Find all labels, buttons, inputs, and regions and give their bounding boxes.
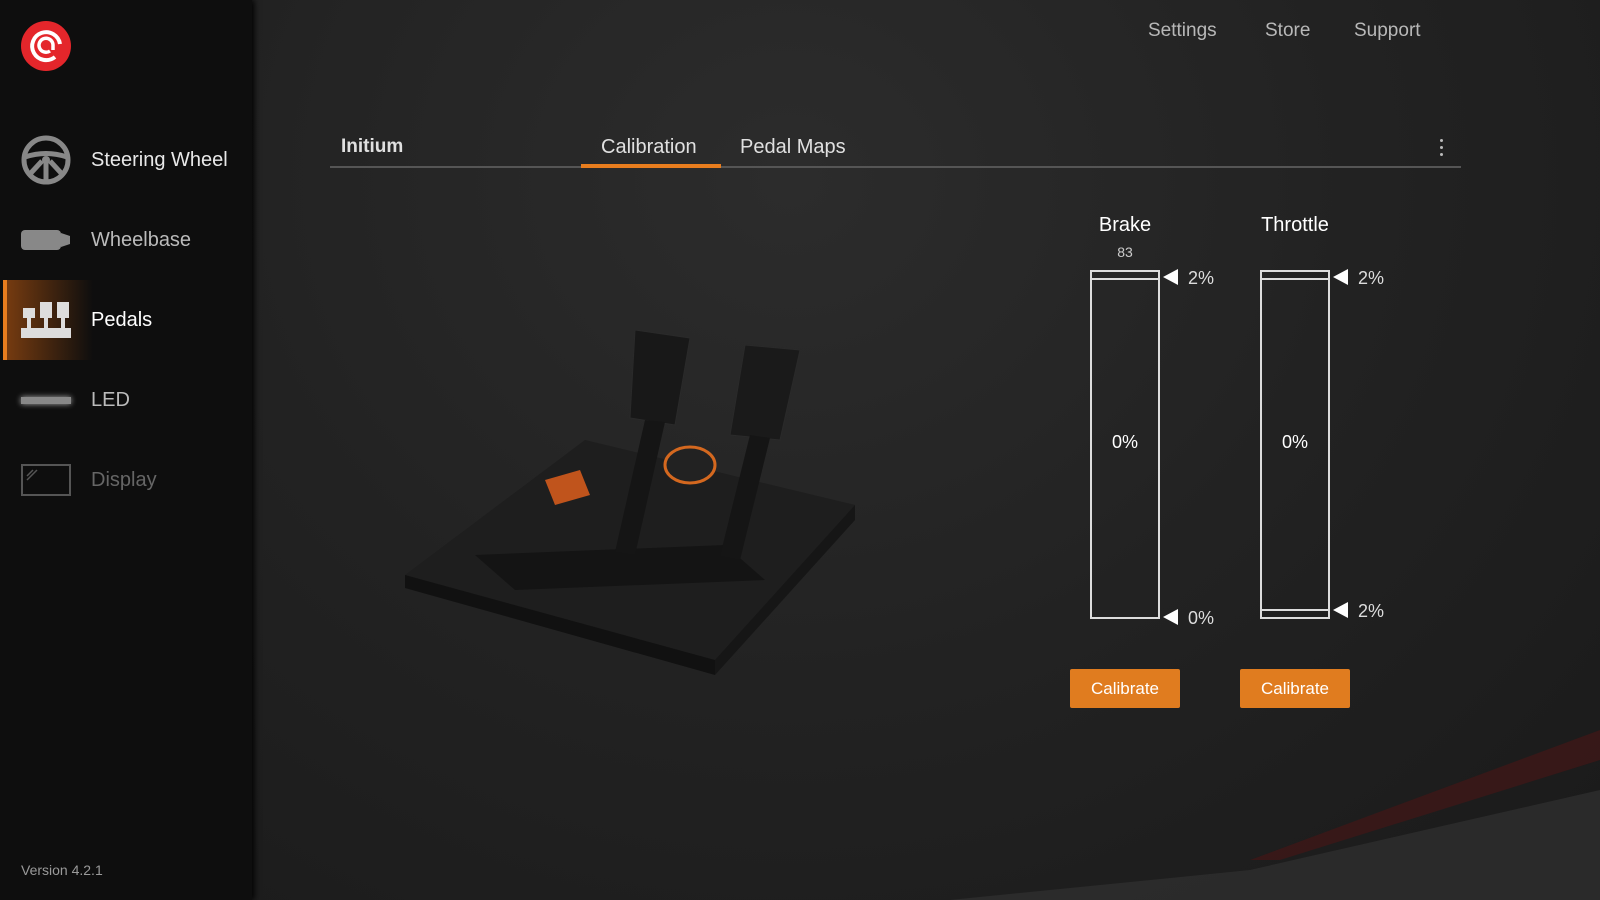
throttle-bottom-marker-handle[interactable] — [1333, 602, 1348, 618]
brake-top-deadzone-value: 2% — [1188, 268, 1215, 288]
throttle-calibrate-button[interactable]: Calibrate — [1240, 669, 1350, 708]
sidebar-item-label: Wheelbase — [91, 228, 192, 251]
throttle-input-bar: 0% — [1260, 270, 1330, 619]
sidebar-item-steering-wheel[interactable]: Steering Wheel — [0, 120, 252, 200]
sidebar-item-wheelbase[interactable]: Wheelbase — [0, 200, 252, 280]
sidebar-item-led[interactable]: LED — [0, 360, 252, 440]
brake-calibrate-button[interactable]: Calibrate — [1070, 669, 1180, 708]
brake-bottom-marker-handle[interactable] — [1163, 609, 1178, 625]
throttle-bottom-deadzone — [1262, 609, 1328, 617]
throttle-top-marker-handle[interactable] — [1333, 269, 1348, 285]
throttle-top-deadzone — [1262, 272, 1328, 280]
active-tab-indicator — [581, 164, 721, 168]
logo-icon — [30, 30, 62, 63]
brake-label: Brake — [1098, 214, 1152, 236]
sidebar-item-label: Steering Wheel — [91, 148, 228, 171]
sidebar-item-display[interactable]: Display — [0, 440, 252, 520]
wheelbase-icon — [20, 214, 72, 266]
throttle-top-deadzone-value: 2% — [1358, 268, 1385, 288]
device-name: Initium — [341, 136, 404, 157]
led-icon — [20, 374, 72, 426]
throttle-current-value: 0% — [1281, 432, 1308, 452]
brake-raw-value: 83 — [1117, 244, 1133, 260]
throttle-bottom-deadzone-value: 2% — [1358, 601, 1385, 621]
brake-bottom-deadzone-value: 0% — [1188, 608, 1215, 628]
version-label: Version 4.2.1 — [21, 862, 103, 878]
support-link[interactable]: Support — [1354, 20, 1421, 41]
brake-input-bar: 0% — [1090, 270, 1160, 619]
pedals-icon — [20, 294, 72, 346]
main-area — [250, 0, 1600, 900]
sidebar-item-pedals[interactable]: Pedals — [0, 280, 252, 360]
sidebar-item-label: LED — [91, 388, 130, 411]
tab-divider — [330, 166, 1461, 168]
brake-top-deadzone — [1092, 272, 1158, 280]
app-logo[interactable] — [21, 21, 71, 71]
settings-link[interactable]: Settings — [1148, 20, 1217, 41]
brake-top-marker-handle[interactable] — [1163, 269, 1178, 285]
sidebar-item-label: Pedals — [91, 308, 153, 331]
display-icon — [20, 454, 72, 506]
tab-pedal-maps[interactable]: Pedal Maps — [740, 136, 846, 158]
steering-wheel-icon — [20, 134, 72, 186]
pedal-set-image — [405, 330, 855, 675]
brake-current-value: 0% — [1111, 432, 1138, 452]
throttle-label: Throttle — [1261, 214, 1329, 236]
background-decoration — [950, 730, 1600, 900]
sidebar: Steering Wheel Wheelbase Pedals LED Disp… — [0, 0, 252, 900]
store-link[interactable]: Store — [1265, 20, 1311, 41]
tab-calibration[interactable]: Calibration — [601, 136, 697, 158]
sidebar-item-label: Display — [91, 468, 157, 491]
more-options-icon[interactable] — [1436, 139, 1446, 163]
